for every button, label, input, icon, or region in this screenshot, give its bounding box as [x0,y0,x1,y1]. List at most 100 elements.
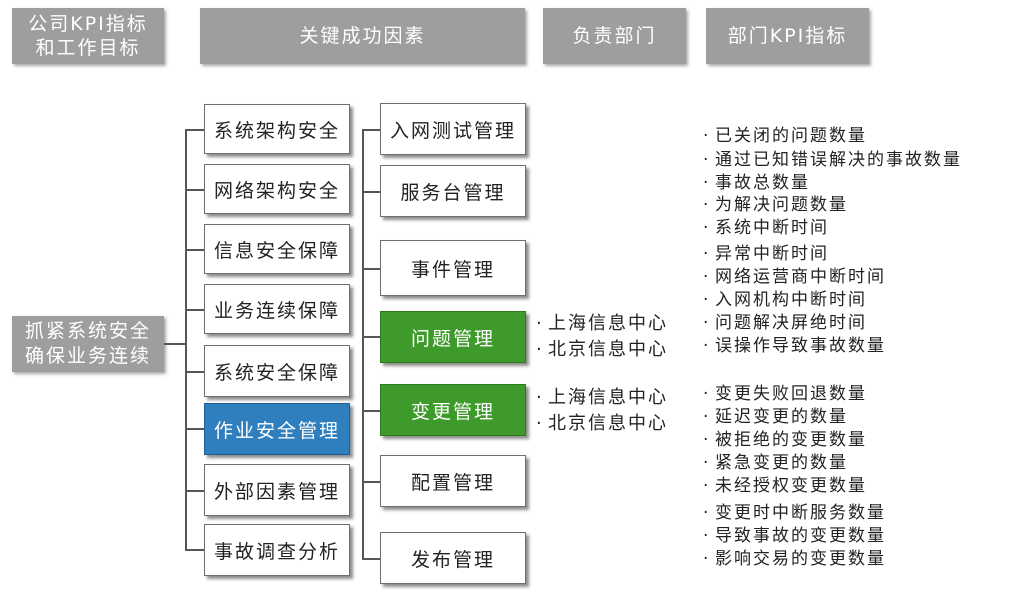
connector-proc-7 [362,558,380,560]
kpi-problem-1: ·已关闭的问题数量 [703,125,867,147]
kpi-problem-5: ·系统中断时间 [703,217,829,239]
bullet-dot: · [703,313,711,333]
bullet-dot: · [536,339,544,360]
kpi-change-4: ·紧急变更的数量 [703,452,848,474]
process-item-7: 发布管理 [380,532,526,584]
process-item-5-highlighted: 变更管理 [380,384,526,436]
connector-proc-3 [362,268,380,270]
kpi-label: 已关闭的问题数量 [715,126,867,146]
connector-proc-6 [362,481,380,483]
dept-label: 北京信息中心 [548,413,668,434]
connector-csf-3 [185,249,204,251]
connector-csf-7 [185,490,204,492]
connector-csf-6 [185,428,204,430]
bullet-dot: · [703,430,711,450]
kpi-label: 系统中断时间 [715,218,829,238]
csf-item-6-highlighted: 作业安全管理 [204,403,350,455]
connector-csf-spine [185,129,187,550]
kpi-problem-8: ·入网机构中断时间 [703,289,867,311]
kpi-problem-9: ·问题解决屏绝时间 [703,312,867,334]
process-item-3: 事件管理 [380,240,526,296]
kpi-label: 网络运营商中断时间 [715,267,886,287]
bullet-dot: · [536,413,544,434]
bullet-dot: · [703,384,711,404]
bullet-dot: · [703,267,711,287]
kpi-change-2: ·延迟变更的数量 [703,406,848,428]
process-item-2: 服务台管理 [380,165,526,217]
bullet-dot: · [703,150,711,170]
bullet-dot: · [703,526,711,546]
connector-proc-2 [362,191,380,193]
kpi-change-3: ·被拒绝的变更数量 [703,429,867,451]
connector-csf-8 [185,549,204,551]
kpi-problem-7: ·网络运营商中断时间 [703,266,886,288]
connector-csf-1 [185,129,204,131]
bullet-dot: · [703,453,711,473]
kpi-change-7: ·导致事故的变更数量 [703,525,886,547]
kpi-problem-3: ·事故总数量 [703,172,810,194]
dept-label: 上海信息中心 [548,387,668,408]
bullet-dot: · [703,173,711,193]
bullet-dot: · [703,476,711,496]
kpi-change-1: ·变更失败回退数量 [703,383,867,405]
kpi-label: 误操作导致事故数量 [715,336,886,356]
bullet-dot: · [703,407,711,427]
bullet-dot: · [703,218,711,238]
dept-change-2: ·北京信息中心 [536,412,668,436]
kpi-label: 异常中断时间 [715,244,829,264]
connector-csf-5 [185,371,204,373]
kpi-label: 被拒绝的变更数量 [715,430,867,450]
csf-item-2: 网络架构安全 [204,164,350,214]
header-csf: 关键成功因素 [200,8,525,64]
bullet-dot: · [703,549,711,569]
kpi-label: 事故总数量 [715,173,810,193]
bullet-dot: · [703,336,711,356]
connector-proc-1 [362,129,380,131]
kpi-label: 变更时中断服务数量 [715,503,886,523]
header-dept: 负责部门 [543,8,686,64]
kpi-label: 影响交易的变更数量 [715,549,886,569]
goal-box: 抓紧系统安全 确保业务连续 [12,316,164,372]
process-item-6: 配置管理 [380,455,526,507]
header-company-kpi-line1: 公司KPI指标 [28,13,148,35]
bullet-dot: · [536,313,544,334]
kpi-label: 问题解决屏绝时间 [715,313,867,333]
header-company-kpi: 公司KPI指标 和工作目标 [12,8,164,64]
kpi-label: 延迟变更的数量 [715,407,848,427]
csf-item-5: 系统安全保障 [204,345,350,397]
kpi-problem-2: ·通过已知错误解决的事故数量 [703,149,962,171]
bullet-dot: · [703,126,711,146]
dept-problem-1: ·上海信息中心 [536,312,668,336]
kpi-label: 变更失败回退数量 [715,384,867,404]
kpi-label: 导致事故的变更数量 [715,526,886,546]
csf-item-8: 事故调查分析 [204,524,350,576]
bullet-dot: · [703,195,711,215]
bullet-dot: · [536,387,544,408]
kpi-label: 为解决问题数量 [715,195,848,215]
kpi-label: 入网机构中断时间 [715,290,867,310]
dept-label: 上海信息中心 [548,313,668,334]
kpi-problem-10: ·误操作导致事故数量 [703,335,886,357]
kpi-change-5: ·未经授权变更数量 [703,475,867,497]
dept-change-1: ·上海信息中心 [536,386,668,410]
connector-proc-5 [362,410,380,412]
dept-problem-2: ·北京信息中心 [536,338,668,362]
kpi-label: 未经授权变更数量 [715,476,867,496]
csf-item-3: 信息安全保障 [204,224,350,274]
connector-csf-2 [185,189,204,191]
connector-goal-h [164,343,186,345]
process-item-4-highlighted: 问题管理 [380,311,526,363]
kpi-label: 紧急变更的数量 [715,453,848,473]
csf-item-1: 系统架构安全 [204,104,350,154]
connector-proc-4 [362,336,380,338]
kpi-problem-6: ·异常中断时间 [703,243,829,265]
connector-proc-spine [362,129,364,559]
goal-line1: 抓紧系统安全 [24,320,151,342]
header-dept-kpi: 部门KPI指标 [706,8,869,64]
connector-csf-4 [185,309,204,311]
bullet-dot: · [703,503,711,523]
process-item-1: 入网测试管理 [380,103,526,155]
kpi-label: 通过已知错误解决的事故数量 [715,150,962,170]
kpi-change-6: ·变更时中断服务数量 [703,502,886,524]
csf-item-7: 外部因素管理 [204,464,350,516]
